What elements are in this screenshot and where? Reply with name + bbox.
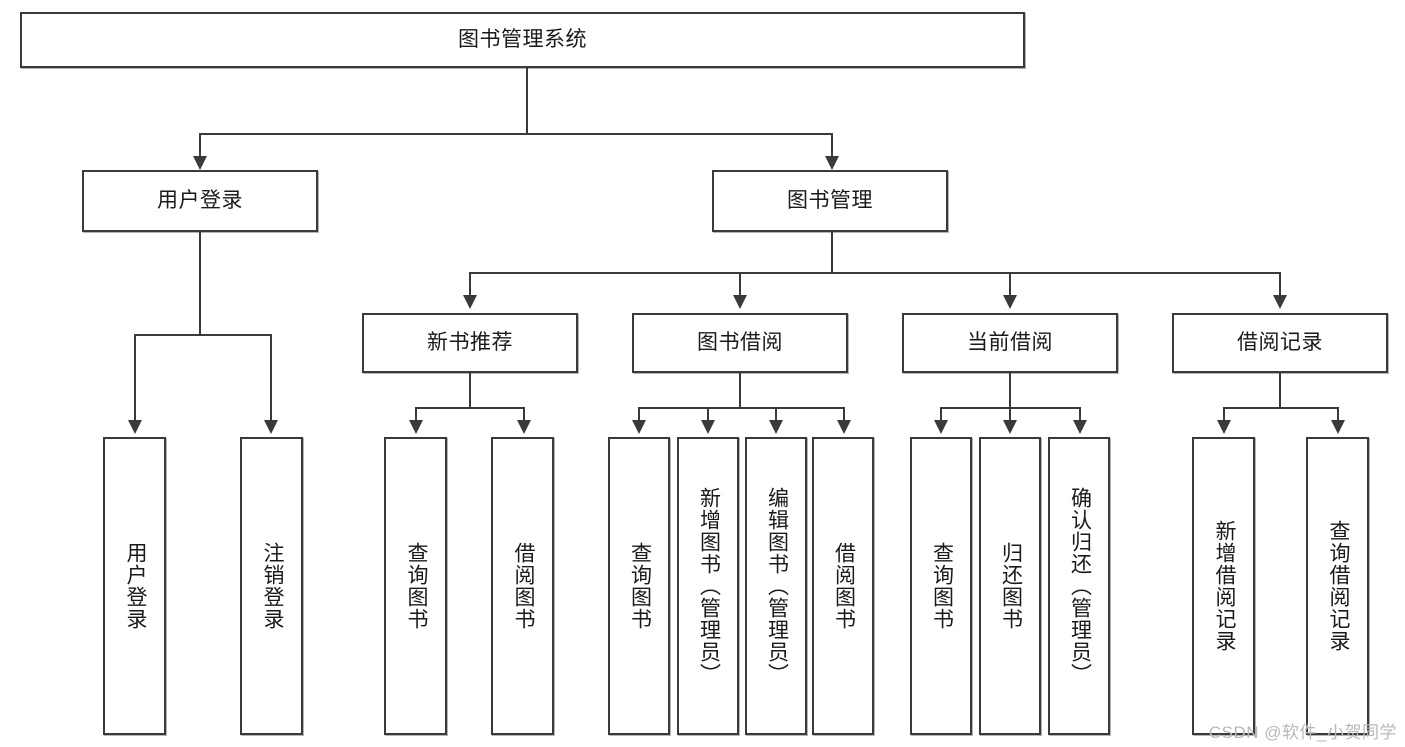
node-book-management[interactable]: 图书管理 <box>712 170 948 232</box>
leaf-cb-return-book[interactable]: 归还图书 <box>979 437 1041 735</box>
node-label: 查询图书 <box>628 542 652 630</box>
connector-bb-stem <box>739 373 741 408</box>
connector-bb-drop-2 <box>707 407 709 422</box>
node-label: 新增图书（管理员） <box>697 487 721 685</box>
connector-nbr-drop-1 <box>415 407 417 422</box>
connector-bb-drop-1 <box>638 407 640 422</box>
leaf-nbr-query-book[interactable]: 查询图书 <box>384 437 447 735</box>
arrow-bb-leaf-1 <box>632 420 646 434</box>
node-label: 新书推荐 <box>427 331 513 355</box>
connector-bm-drop-1 <box>469 272 471 297</box>
connector-bb-drop-3 <box>775 407 777 422</box>
leaf-user-login[interactable]: 用户登录 <box>103 437 166 735</box>
leaf-logout[interactable]: 注销登录 <box>240 437 303 735</box>
arrow-bb-leaf-2 <box>701 420 715 434</box>
arrow-to-user-login-leaf <box>128 420 142 434</box>
arrow-cb-leaf-1 <box>934 420 948 434</box>
arrow-to-user-login <box>193 156 207 170</box>
connector-root-stem <box>526 68 528 134</box>
node-label: 图书管理 <box>787 189 873 213</box>
connector-root-to-book-management <box>831 133 833 158</box>
connector-br-drop-1 <box>1223 407 1225 422</box>
node-borrow-record[interactable]: 借阅记录 <box>1172 313 1388 373</box>
node-current-borrow[interactable]: 当前借阅 <box>902 313 1118 373</box>
node-label: 借阅图书 <box>511 542 535 630</box>
connector-br-drop-2 <box>1337 407 1339 422</box>
arrow-cb-leaf-3 <box>1073 420 1087 434</box>
arrow-nbr-leaf-2 <box>517 420 531 434</box>
connector-nbr-drop-2 <box>523 407 525 422</box>
node-label: 确认归还（管理员） <box>1068 487 1092 685</box>
connector-nbr-stem <box>469 373 471 408</box>
arrow-to-borrow-record <box>1273 295 1287 309</box>
node-book-borrow[interactable]: 图书借阅 <box>632 313 848 373</box>
node-user-login[interactable]: 用户登录 <box>82 170 318 232</box>
watermark: CSDN @软件_小贺同学 <box>1208 723 1397 742</box>
arrow-to-book-management <box>825 156 839 170</box>
node-label: 当前借阅 <box>967 331 1053 355</box>
node-label: 图书借阅 <box>697 331 783 355</box>
connector-cb-drop-1 <box>940 407 942 422</box>
leaf-bb-add-book-admin[interactable]: 新增图书（管理员） <box>677 437 739 735</box>
connector-br-bus <box>1223 407 1337 409</box>
connector-bm-drop-4 <box>1279 272 1281 297</box>
node-label: 用户登录 <box>123 542 147 630</box>
connector-user-login-stem <box>199 232 201 335</box>
arrow-bb-leaf-4 <box>837 420 851 434</box>
arrow-to-book-borrow <box>733 295 747 309</box>
connector-root-to-user-login <box>199 133 201 158</box>
leaf-cb-confirm-return-admin[interactable]: 确认归还（管理员） <box>1048 437 1110 735</box>
node-label: 归还图书 <box>999 542 1023 630</box>
node-label: 新增借阅记录 <box>1212 520 1236 652</box>
connector-book-management-bus <box>469 272 1281 274</box>
connector-cb-stem <box>1009 373 1011 408</box>
connector-bm-drop-2 <box>739 272 741 297</box>
connector-bm-drop-3 <box>1009 272 1011 297</box>
connector-user-login-bus <box>134 334 271 336</box>
node-label: 查询图书 <box>404 542 428 630</box>
connector-root-bus <box>199 133 833 135</box>
node-label: 图书管理系统 <box>458 28 587 52</box>
node-label: 查询图书 <box>930 542 954 630</box>
node-label: 查询借阅记录 <box>1326 520 1350 652</box>
arrow-cb-leaf-2 <box>1003 420 1017 434</box>
connector-bb-drop-4 <box>843 407 845 422</box>
connector-book-management-stem <box>831 232 833 273</box>
arrow-to-current-borrow <box>1003 295 1017 309</box>
connector-user-login-drop-1 <box>134 334 136 422</box>
node-root-book-management-system[interactable]: 图书管理系统 <box>20 12 1025 68</box>
connector-bb-bus <box>638 407 844 409</box>
node-label: 用户登录 <box>157 189 243 213</box>
leaf-bb-query-book[interactable]: 查询图书 <box>608 437 670 735</box>
leaf-br-query-record[interactable]: 查询借阅记录 <box>1306 437 1369 735</box>
arrow-to-logout-leaf <box>264 420 278 434</box>
node-label: 借阅图书 <box>832 542 856 630</box>
connector-user-login-drop-2 <box>270 334 272 422</box>
connector-nbr-bus <box>415 407 523 409</box>
arrow-br-leaf-2 <box>1331 420 1345 434</box>
leaf-br-add-record[interactable]: 新增借阅记录 <box>1192 437 1255 735</box>
leaf-bb-edit-book-admin[interactable]: 编辑图书（管理员） <box>745 437 807 735</box>
leaf-nbr-borrow-book[interactable]: 借阅图书 <box>491 437 554 735</box>
arrow-bb-leaf-3 <box>769 420 783 434</box>
node-label: 注销登录 <box>260 542 284 630</box>
leaf-cb-query-book[interactable]: 查询图书 <box>910 437 972 735</box>
leaf-bb-borrow-book[interactable]: 借阅图书 <box>812 437 874 735</box>
arrow-br-leaf-1 <box>1217 420 1231 434</box>
connector-br-stem <box>1279 373 1281 408</box>
connector-cb-drop-2 <box>1009 407 1011 422</box>
arrow-nbr-leaf-1 <box>409 420 423 434</box>
node-label: 借阅记录 <box>1237 331 1323 355</box>
arrow-to-new-book-recommend <box>463 295 477 309</box>
connector-cb-drop-3 <box>1079 407 1081 422</box>
node-label: 编辑图书（管理员） <box>765 487 789 685</box>
node-new-book-recommend[interactable]: 新书推荐 <box>362 313 578 373</box>
